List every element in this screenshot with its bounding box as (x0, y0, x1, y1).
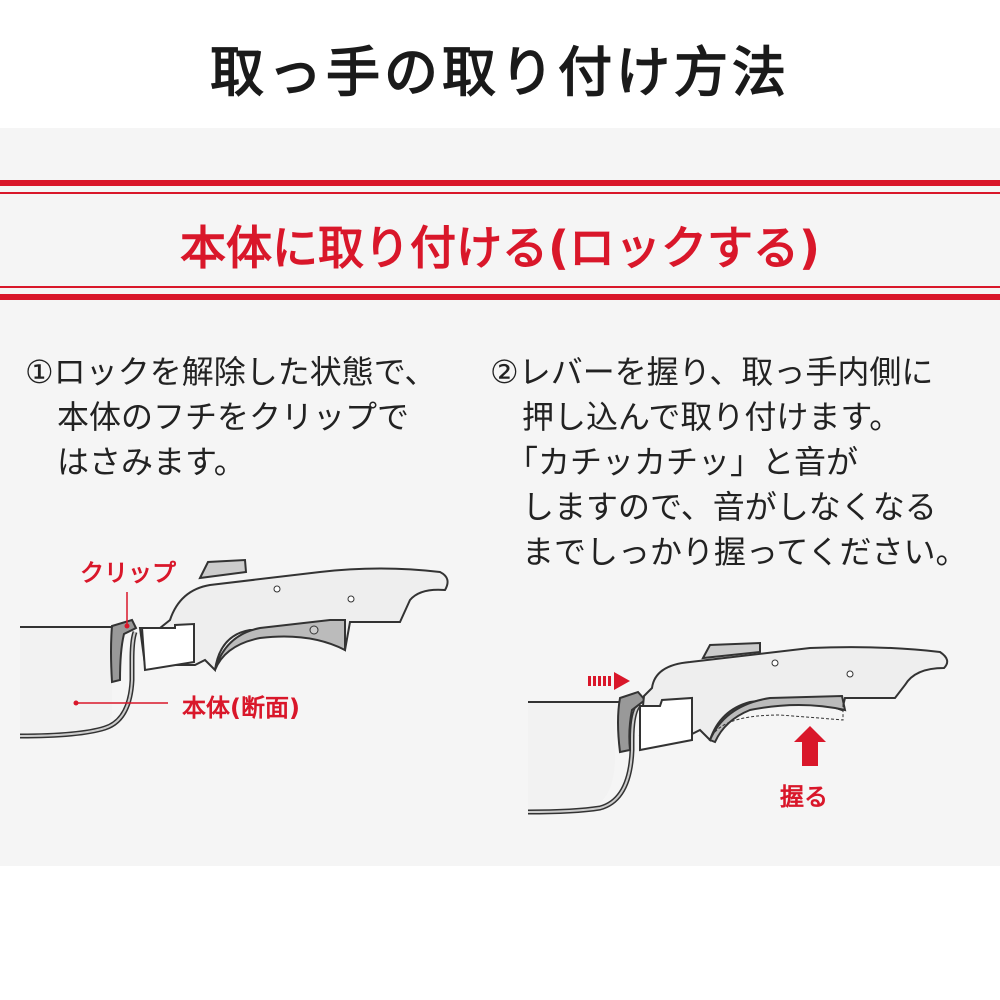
grip-label: 握る (780, 783, 828, 811)
divider-bottom-thin (0, 286, 1000, 288)
section-heading: 本体に取り付ける(ロックする) (179, 221, 821, 275)
step-1-line: ①ロックを解除した状態で、 (25, 353, 437, 391)
page-title: 取っ手の取り付け方法 (210, 41, 790, 104)
step-1-line: はさみます。 (25, 443, 246, 481)
step-2-line: 「カチッカチッ」と音が (490, 443, 859, 481)
divider-bottom-thick (0, 294, 1000, 300)
step-2-line: しますので、音がしなくなる (490, 488, 937, 526)
step-2-line: ②レバーを握り、取っ手内側に (490, 353, 934, 391)
figure-2-handle-illustration (527, 641, 949, 815)
body-section-label: 本体(断面) (182, 694, 300, 722)
clip-label: クリップ (80, 559, 176, 587)
divider-top-thin (0, 192, 1000, 194)
step-1-line: 本体のフチをクリップで (25, 398, 410, 436)
divider-top-thick (0, 180, 1000, 186)
step-2-line: 押し込んで取り付けます。 (490, 398, 902, 436)
instruction-panel (0, 128, 1000, 866)
step-2-text: ②レバーを握り、取っ手内側に 押し込んで取り付けます。 「カチッカチッ」と音が … (490, 350, 967, 575)
step-2-line: までしっかり握ってください。 (490, 533, 968, 571)
figure-1-handle-illustration (20, 558, 449, 739)
step-1-text: ①ロックを解除した状態で、 本体のフチをクリップで はさみます。 (25, 350, 436, 485)
